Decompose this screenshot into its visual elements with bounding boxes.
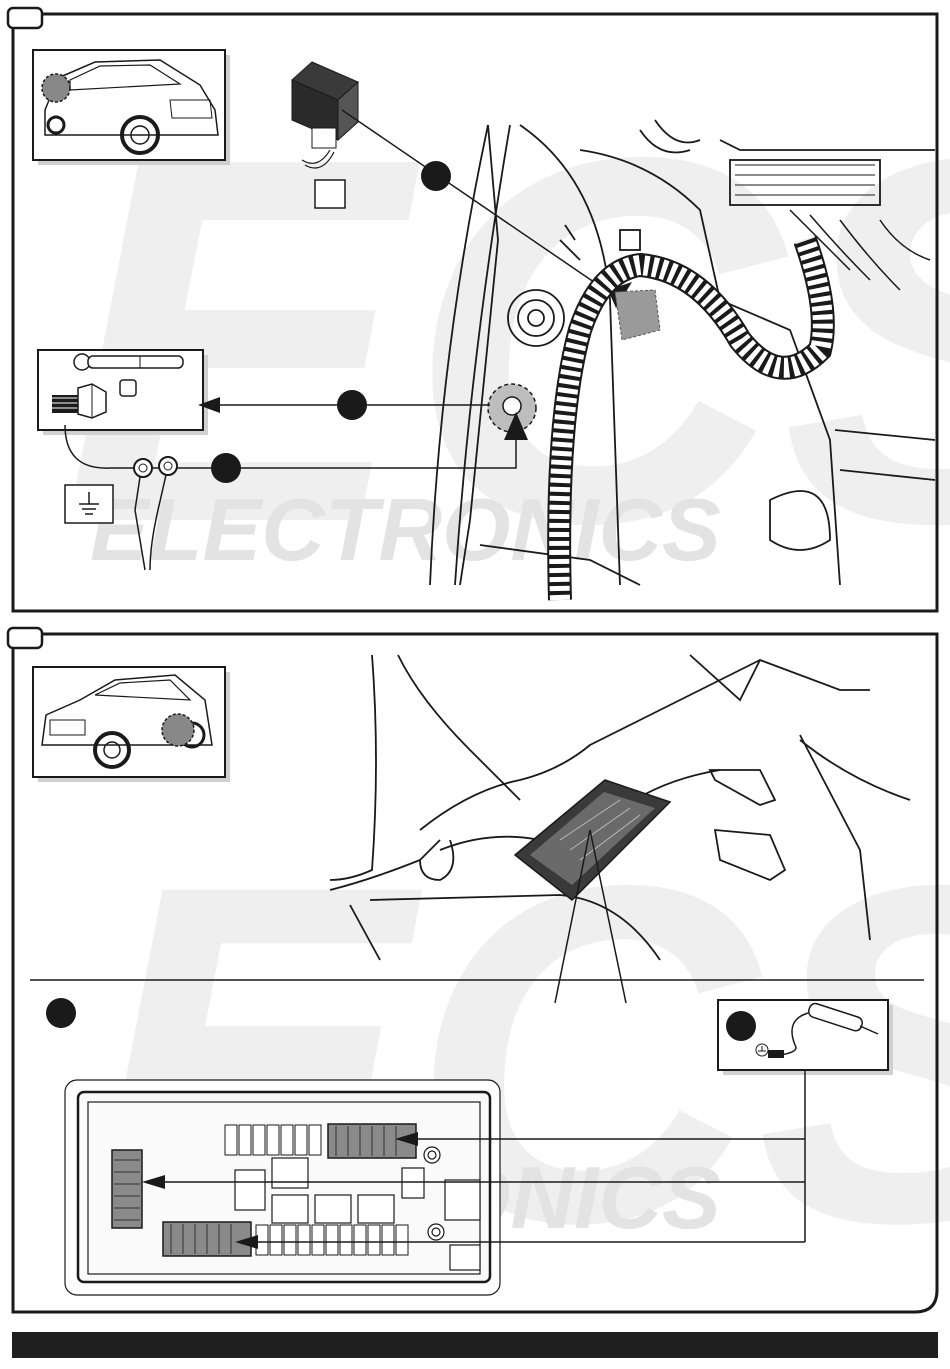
callout-dot-2 (337, 390, 367, 420)
thumbnail-car-rear-left (33, 50, 230, 165)
callout-dot-1 (421, 161, 451, 191)
callout-dot-5 (726, 1011, 756, 1041)
test-light-box (718, 1000, 893, 1075)
step-tab-top (8, 8, 42, 28)
fuse-row-bottom (256, 1225, 408, 1255)
footer-bar (12, 1332, 938, 1358)
callout-dot-4 (46, 998, 76, 1028)
fuse-slot-highlight-2 (112, 1150, 142, 1228)
fuse-row-top (225, 1125, 321, 1155)
fuse-relay-box (65, 1080, 500, 1295)
thumbnail-car-front-right (33, 667, 230, 782)
connector-label-box (315, 180, 345, 208)
ground-icon (65, 485, 113, 523)
ratchet-wrench-icon (74, 354, 183, 370)
step-tab-bottom (8, 628, 42, 648)
watermark-word-top: ELECTRONICS (90, 480, 721, 579)
callout-dot-3 (211, 453, 241, 483)
socket-icon (120, 380, 136, 396)
ground-icon (756, 1044, 768, 1056)
tools-box (38, 350, 208, 435)
